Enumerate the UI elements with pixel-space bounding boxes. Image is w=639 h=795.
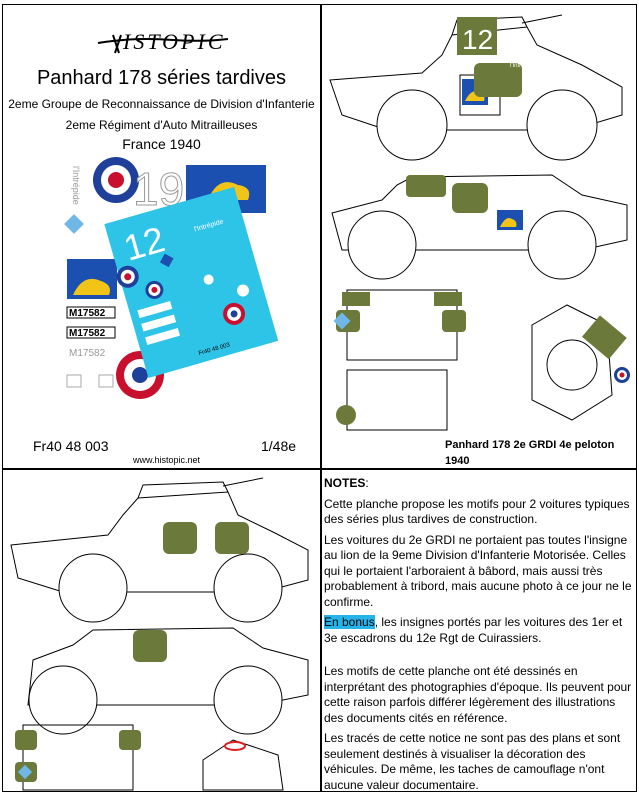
vehicle-profiles-top: 12 l'Intrépide: [329, 14, 630, 431]
histopic-logo: ISTOPIC: [97, 29, 229, 54]
decal-sheet-artwork: 19 M17582 M17582 M17582 l'Intrépide 12: [64, 157, 279, 399]
bonus-badge-3: [133, 630, 167, 662]
turret-top-number: [581, 315, 627, 360]
profile-caption: Panhard 178 2e GRDI 4e peloton 1940: [445, 437, 635, 468]
notes-text: NOTES: Cette planche propose les motifs …: [324, 476, 636, 792]
notes-p1: Cette planche propose les motifs pour 2 …: [324, 496, 630, 527]
front-badge-right: [442, 310, 466, 332]
diamond-decal: [64, 214, 84, 234]
notes-p2: Les voitures du 2e GRDI ne portaient pas…: [324, 532, 632, 609]
registration-white: M17582 M17582 M17582: [66, 306, 116, 359]
bonus-highlight: En bonus: [324, 615, 375, 629]
notes-p3-rest: , les insignes portés par les voitures d…: [324, 615, 623, 645]
roundel-patch-2: [452, 183, 488, 213]
notes-p4: Les motifs de cette planche ont été dess…: [324, 664, 632, 725]
front-plate-left: [342, 292, 370, 306]
registration-text-3: M17582: [69, 348, 106, 359]
front-plate-right: [434, 292, 462, 306]
notes-heading: NOTES: [324, 476, 366, 490]
registration-text-1: M17582: [69, 308, 106, 319]
insignia-patch-profile: [474, 63, 522, 97]
insignia-text-profile: l'Intrépide: [510, 63, 536, 69]
notes-p3: En bonus, les insignes portés par les vo…: [324, 615, 636, 646]
registration-text-2: M17582: [69, 328, 106, 339]
svg-text:ISTOPIC: ISTOPIC: [122, 29, 226, 54]
insignia-patch-2: [406, 175, 446, 197]
profiles-panel-bottom: [2, 469, 321, 792]
decal-sheet-panel: ISTOPIC Panhard 178 séries tardives 2eme…: [2, 4, 321, 469]
rear-badge: [336, 405, 356, 425]
notes-p5: Les tracés de cette notice ne sont pas d…: [324, 731, 621, 792]
reference-number: Fr40 48 003: [33, 438, 109, 454]
notes-panel: NOTES: Cette planche propose les motifs …: [321, 469, 637, 792]
place-year: France 1940: [122, 136, 201, 152]
turret-number-profile: 12: [462, 24, 493, 55]
page-title: Panhard 178 séries tardives: [36, 67, 287, 89]
roundel-large-top: [93, 157, 139, 203]
intrepide-text-vertical: l'Intrépide: [71, 166, 81, 205]
bonus-badge-1: [163, 522, 197, 554]
scale-label: 1/48e: [261, 438, 297, 454]
profile-caption-line2: 1940: [445, 455, 470, 467]
profile-caption-line1: Panhard 178 2e GRDI 4e peloton: [445, 439, 615, 451]
unit-line-1: 2eme Groupe de Reconnaissance de Divisio…: [8, 97, 315, 111]
cyan-decal-sheet: 12 Fr40 48 003 l'Intrépide: [104, 186, 279, 378]
unit-line-2: 2eme Régiment d'Auto Mitrailleuses: [65, 118, 258, 132]
front-badge-bottom-right: [119, 730, 141, 750]
profiles-panel-top: 12 l'Intrépide Panhard 17: [321, 4, 637, 469]
vehicle-profiles-bottom: [10, 477, 309, 791]
turret-number-panel: [457, 17, 497, 55]
red-mark: [224, 741, 246, 751]
bonus-badge-2: [215, 522, 249, 554]
website-url: www.histopic.net: [133, 455, 201, 465]
front-badge-bottom-left: [15, 730, 37, 750]
